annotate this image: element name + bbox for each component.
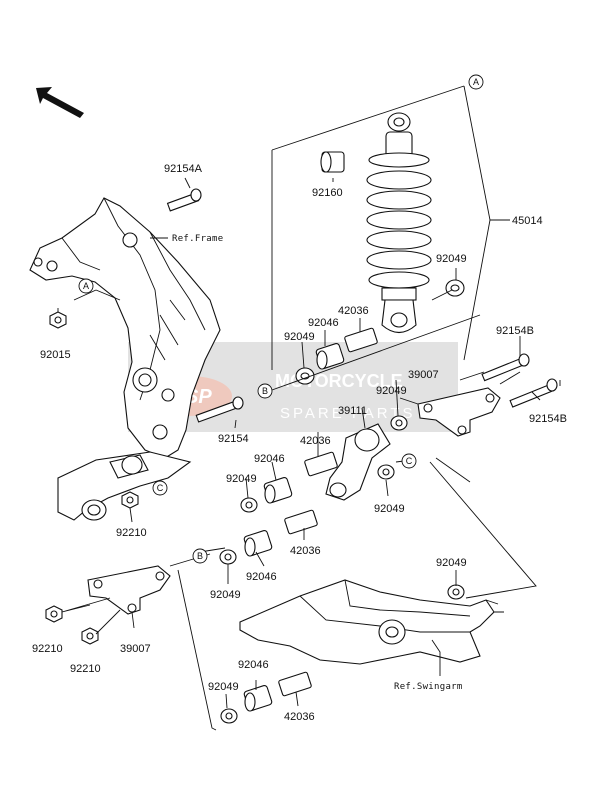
label-39007-b: 39007 — [120, 643, 151, 655]
label-92049-a: 92049 — [436, 253, 467, 265]
svg-text:C: C — [406, 456, 413, 466]
nut-92210-left — [121, 491, 139, 509]
bearing-92046-middle — [263, 477, 293, 504]
part-number-labels: 92154A 92015 92160 45014 92049 42036 920… — [32, 163, 567, 723]
svg-text:B: B — [262, 386, 268, 396]
swingarm — [239, 579, 504, 665]
marker-c-left: C — [152, 480, 168, 496]
svg-text:B: B — [197, 551, 203, 561]
label-39111: 39111 — [338, 405, 367, 417]
label-92049-g: 92049 — [436, 557, 467, 569]
collar-42036-upper — [344, 327, 378, 353]
label-39007-a: 39007 — [408, 369, 439, 381]
seal-92049-swingarm — [447, 584, 465, 600]
marker-b-lower: B — [192, 548, 208, 564]
nut-92015 — [49, 311, 67, 329]
front-direction-arrow-icon — [36, 87, 84, 118]
shock-absorber-45014 — [366, 112, 432, 334]
bolt-92154B-upper — [481, 353, 530, 382]
swingarm-pivot-section — [57, 451, 192, 521]
bearing-92046-bottom — [243, 685, 273, 712]
seal-92049-upper-right — [390, 415, 408, 431]
label-92154A: 92154A — [164, 163, 203, 175]
nut-92210-lower-b — [81, 627, 99, 645]
label-92049-b: 92049 — [284, 331, 315, 343]
collar-92160 — [320, 151, 345, 173]
label-92046-b: 92046 — [254, 453, 285, 465]
bolt-92154 — [195, 396, 244, 423]
label-42036-d: 42036 — [284, 711, 315, 723]
label-92049-d: 92049 — [226, 473, 257, 485]
tie-rod-39007-upper — [417, 387, 501, 437]
bolt-92154B-lower — [509, 378, 558, 408]
ref-swingarm-label: Ref.Swingarm — [394, 682, 463, 692]
seal-92049-bottom — [220, 708, 238, 724]
label-42036-c: 42036 — [290, 545, 321, 557]
ref-frame-label: Ref.Frame — [172, 234, 223, 244]
label-92154B-b: 92154B — [529, 413, 567, 425]
marker-a-top: A — [468, 74, 484, 90]
marker-c-right: C — [401, 453, 417, 469]
svg-text:A: A — [473, 77, 479, 87]
seal-92049-lower-middle — [219, 549, 237, 565]
tie-rod-39007-lower — [87, 565, 171, 615]
bearing-92046-upper — [315, 343, 345, 370]
label-92210-c: 92210 — [70, 663, 101, 675]
rocker-arm-39111 — [325, 423, 391, 501]
frame-bracket — [29, 197, 221, 459]
bolt-92154A — [166, 188, 202, 212]
watermark-sub: SPARE PARTS — [280, 405, 416, 422]
label-42036-b: 42036 — [300, 435, 331, 447]
seal-92049-right — [377, 464, 395, 480]
label-92049-c: 92049 — [376, 385, 407, 397]
marker-b-upper: B — [257, 383, 273, 399]
label-92049-f: 92049 — [210, 589, 241, 601]
collar-42036-bottom — [278, 671, 312, 697]
label-92154: 92154 — [218, 433, 249, 445]
label-92046-d: 92046 — [238, 659, 269, 671]
label-92049-e: 92049 — [374, 503, 405, 515]
label-92049-h: 92049 — [208, 681, 239, 693]
nut-92210-lower-a — [45, 605, 63, 623]
svg-text:A: A — [83, 281, 89, 291]
label-92046-c: 92046 — [246, 571, 277, 583]
leader-lines — [57, 177, 561, 731]
collar-42036-lower-middle — [284, 509, 318, 535]
collar-42036-middle — [304, 451, 338, 477]
bearing-92046-lower-middle — [243, 530, 273, 557]
seal-92049-middle-left — [240, 497, 258, 513]
label-45014: 45014 — [512, 215, 543, 227]
label-42036-a: 42036 — [338, 305, 369, 317]
marker-a-left: A — [78, 278, 94, 294]
label-92210-b: 92210 — [32, 643, 63, 655]
label-92015: 92015 — [40, 349, 71, 361]
label-92154B-a: 92154B — [496, 325, 534, 337]
seal-92049-shock — [445, 279, 465, 297]
label-92160: 92160 — [312, 187, 343, 199]
label-92210-a: 92210 — [116, 527, 147, 539]
label-92046-a: 92046 — [308, 317, 339, 329]
svg-text:C: C — [157, 483, 164, 493]
